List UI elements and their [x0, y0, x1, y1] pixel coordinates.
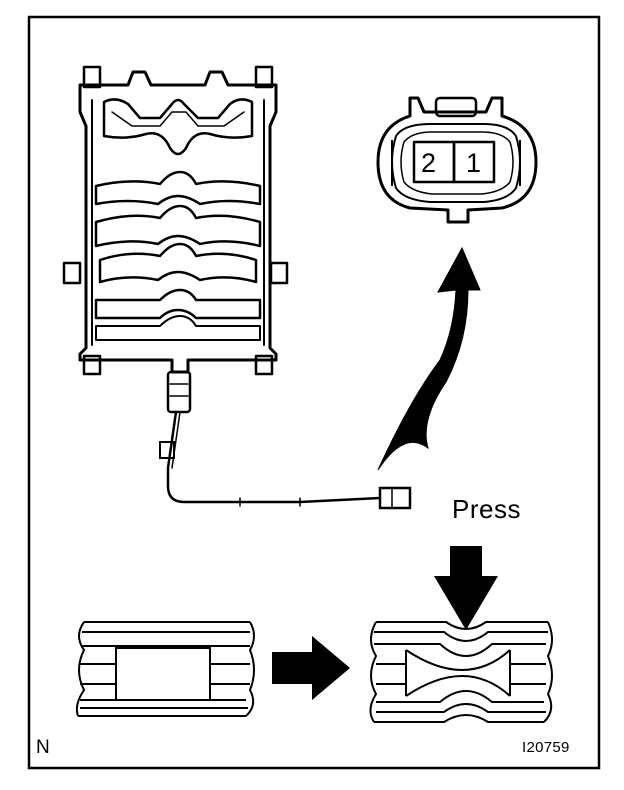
press-down-arrow — [434, 546, 498, 630]
pin-cavity-1 — [452, 140, 496, 184]
corner-letter: N — [36, 737, 50, 758]
press-label: Press — [452, 494, 521, 524]
strip-before — [75, 621, 255, 717]
heater-element — [62, 65, 289, 414]
connector-front-view — [376, 96, 538, 224]
pin-number-2: 2 — [421, 148, 437, 178]
right-arrow — [272, 636, 350, 700]
frame-border — [27, 15, 601, 770]
figure-id: I20759 — [522, 739, 570, 756]
curved-arrow — [377, 246, 481, 471]
wire-harness — [159, 410, 412, 510]
strip-after — [369, 621, 553, 723]
pin-number-1: 1 — [466, 148, 482, 178]
